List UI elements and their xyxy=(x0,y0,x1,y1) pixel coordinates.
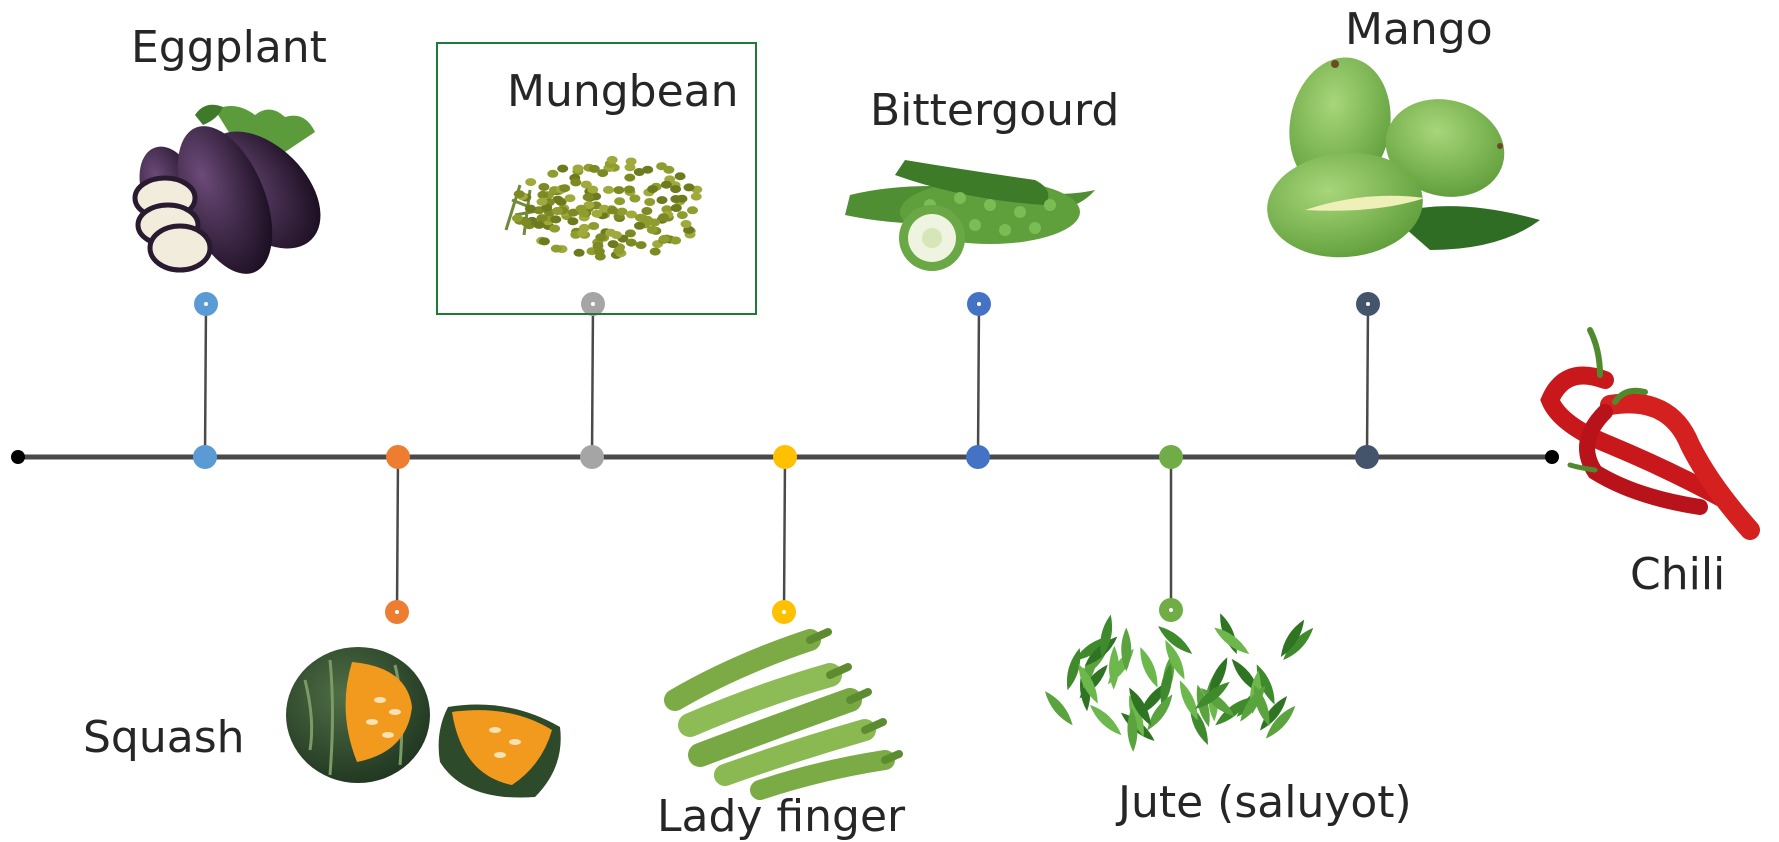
squash-picture xyxy=(286,647,561,798)
end-dot-squash xyxy=(385,600,409,624)
jute-leaves-picture xyxy=(1041,611,1317,752)
label-chili: Chili xyxy=(1630,553,1725,597)
okra-picture xyxy=(675,632,899,790)
chili-picture xyxy=(1550,330,1750,530)
end-dot-lady-finger xyxy=(772,600,796,624)
label-squash: Squash xyxy=(83,716,245,760)
label-bittergourd: Bittergourd xyxy=(870,89,1119,133)
axis-dot-jute xyxy=(1159,445,1183,469)
mango-picture xyxy=(1263,49,1540,263)
timeline-start-dot xyxy=(11,450,25,464)
axis-dot-mango xyxy=(1355,445,1379,469)
axis-dot-eggplant xyxy=(193,445,217,469)
end-dot-mango xyxy=(1356,292,1380,316)
axis-dot-mungbean xyxy=(580,445,604,469)
label-lady-finger: Lady finger xyxy=(657,795,905,839)
end-dot-eggplant xyxy=(194,292,218,316)
label-eggplant: Eggplant xyxy=(131,26,327,70)
bittergourd-picture xyxy=(845,160,1095,271)
end-dot-bittergourd xyxy=(967,292,991,316)
timeline-end-dot xyxy=(1545,450,1559,464)
axis-dot-lady-finger xyxy=(773,445,797,469)
label-mungbean: Mungbean xyxy=(507,70,739,114)
label-mango: Mango xyxy=(1345,8,1493,52)
end-dot-jute xyxy=(1159,598,1183,622)
label-jute: Jute (saluyot) xyxy=(1118,781,1412,825)
axis-dot-bittergourd xyxy=(966,445,990,469)
axis-dot-squash xyxy=(386,445,410,469)
eggplant-picture xyxy=(128,105,342,288)
